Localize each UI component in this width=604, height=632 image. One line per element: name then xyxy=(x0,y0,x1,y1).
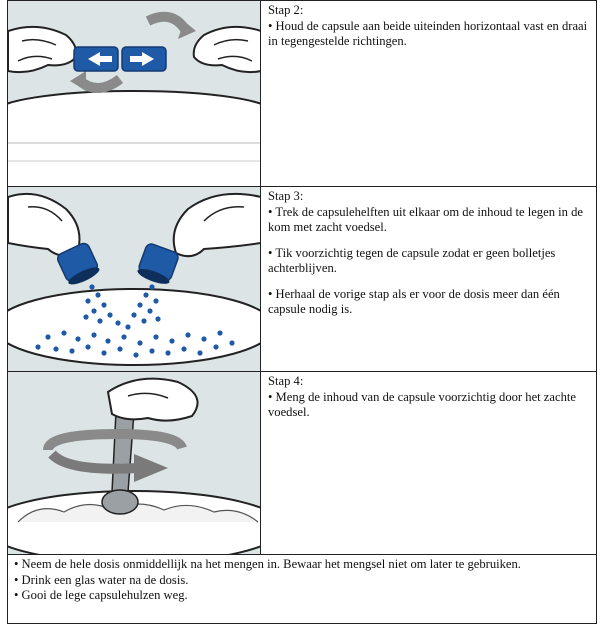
instruction-table: Stap 2: • Houd de capsule aan beide uite… xyxy=(7,0,597,624)
empty-capsule-illustration xyxy=(8,187,261,371)
footer-note-2: • Drink een glas water na de dosis. xyxy=(14,572,189,587)
footer-note-1: • Neem de hele dosis onmiddellijk na het… xyxy=(14,557,521,571)
step-3-title: Stap 3: xyxy=(268,189,304,203)
step-3-instruction-3: • Herhaal de vorige stap als er voor de … xyxy=(268,286,560,317)
step-2-instruction: • Houd de capsule aan beide uiteinden ho… xyxy=(268,18,588,49)
step-4-title: Stap 4: xyxy=(268,374,304,388)
step-row-4: Stap 4: • Meng de inhoud van de capsule … xyxy=(8,372,596,555)
step-row-2: Stap 2: • Houd de capsule aan beide uite… xyxy=(8,1,596,187)
stir-mixture-illustration xyxy=(8,372,261,554)
footer-notes: • Neem de hele dosis onmiddellijk na het… xyxy=(8,555,596,624)
step-4-instruction: • Meng de inhoud van de capsule voorzich… xyxy=(268,389,576,420)
step-3-text: Stap 3: • Trek de capsulehelften uit elk… xyxy=(262,187,596,371)
step-3-instruction-2: • Tik voorzichtig tegen de capsule zodat… xyxy=(268,245,556,276)
step-4-text: Stap 4: • Meng de inhoud van de capsule … xyxy=(262,372,596,554)
step-row-3: Stap 3: • Trek de capsulehelften uit elk… xyxy=(8,187,596,372)
footer-note-3: • Gooi de lege capsulehulzen weg. xyxy=(14,588,188,602)
twist-capsule-illustration xyxy=(8,1,261,186)
step-3-instruction-1: • Trek de capsulehelften uit elkaar om d… xyxy=(268,204,583,235)
step-2-title: Stap 2: xyxy=(268,3,304,17)
step-2-text: Stap 2: • Houd de capsule aan beide uite… xyxy=(262,1,596,186)
